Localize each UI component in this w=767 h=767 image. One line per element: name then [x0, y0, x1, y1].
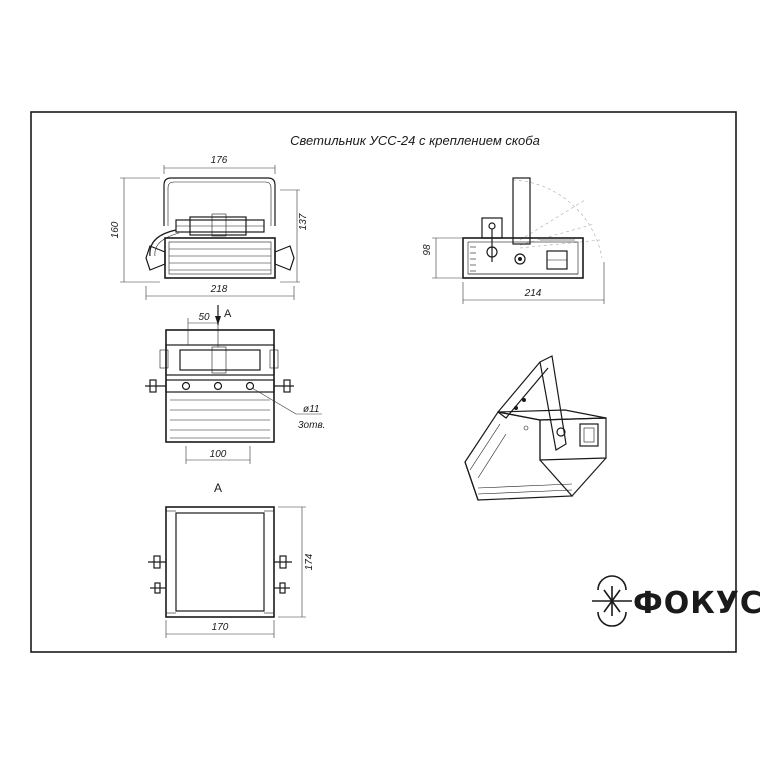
front-width-label: 176: [211, 155, 228, 166]
section-view-label: A: [214, 481, 222, 495]
top-view: ø11 3отв. 50 A 100: [145, 305, 325, 464]
brand-logo: ФОКУС: [592, 575, 763, 627]
drawing-title: Светильник УСС-24 с креплением скоба: [290, 133, 540, 148]
front-overall-height-label: 160: [110, 221, 121, 238]
offset-label: 50: [198, 312, 210, 323]
side-height-label: 98: [422, 244, 433, 256]
section-view: A 174 170: [148, 481, 315, 638]
front-view: 176 218 160 137: [110, 155, 309, 300]
isometric-view: [464, 355, 607, 501]
section-height-label: 174: [304, 553, 315, 570]
front-body-height-label: 137: [298, 213, 309, 230]
side-view: 98 214: [422, 177, 605, 304]
front-overall-width-label: 218: [210, 284, 228, 295]
brand-name: ФОКУС: [633, 586, 763, 621]
hole-diameter-label: ø11: [303, 404, 320, 415]
hole-spacing-label: 100: [210, 449, 227, 460]
hole-count-label: 3отв.: [298, 420, 325, 431]
section-mark: A: [224, 308, 232, 320]
focus-logo-icon: [592, 575, 632, 627]
section-width-label: 170: [212, 622, 229, 633]
sheet-frame: [30, 111, 737, 653]
side-width-label: 214: [524, 288, 542, 299]
